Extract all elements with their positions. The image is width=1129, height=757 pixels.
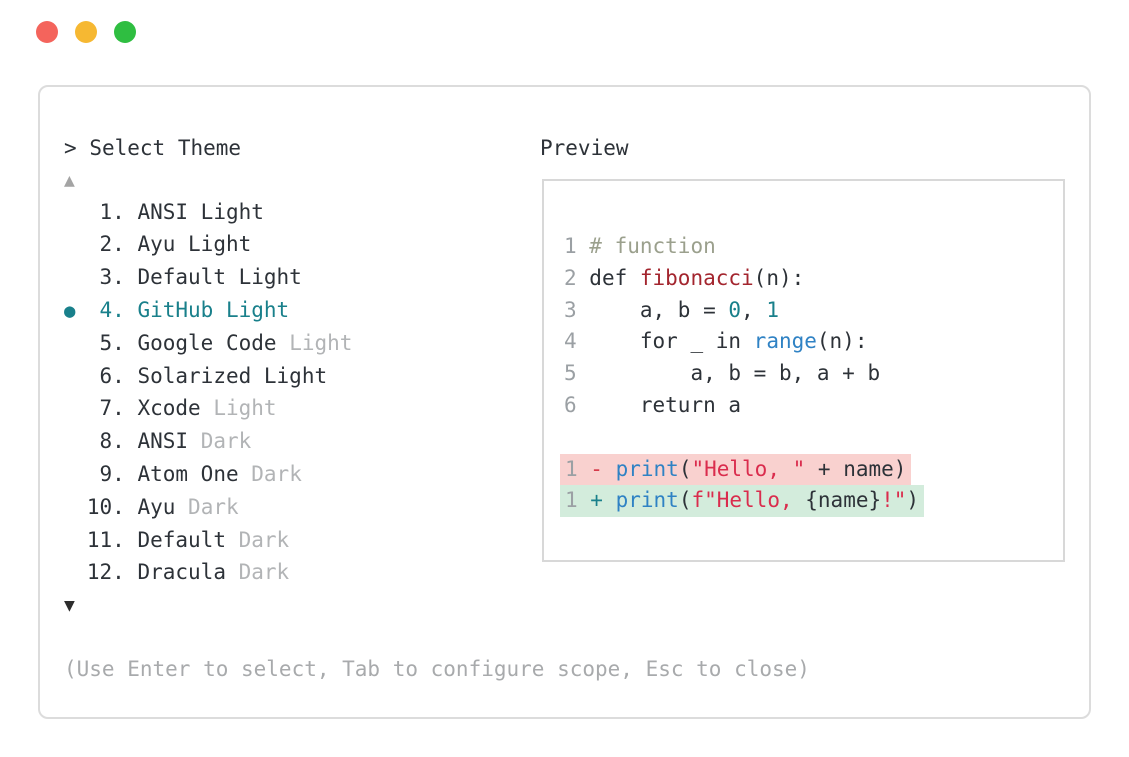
theme-variant: Light: [276, 330, 353, 355]
theme-picker-panel: > Select Theme ▲ 1. ANSI Light 2. Ayu Li…: [38, 85, 1091, 719]
theme-list-item[interactable]: 8. ANSI Dark: [64, 426, 810, 459]
scroll-down-icon[interactable]: ▼: [64, 595, 75, 617]
theme-variant: Dark: [238, 461, 302, 486]
theme-list-item[interactable]: 1. ANSI Light: [64, 197, 810, 230]
diff-lines: 1 - print("Hello, " + name)1 + print(f"H…: [560, 453, 1063, 518]
diff-highlight-removed: 1 - print("Hello, " + name): [560, 453, 912, 486]
line-number: 1: [564, 234, 590, 258]
help-text: (Use Enter to select, Tab to configure s…: [64, 656, 810, 681]
preview-box: 1 # function 2 def fibonacci(n): 3 a, b = …: [542, 179, 1065, 562]
theme-list-column: > Select Theme ▲ 1. ANSI Light 2. Ayu Li…: [64, 133, 810, 686]
theme-name: Default: [137, 527, 226, 552]
theme-list-item[interactable]: 12. Dracula Dark: [64, 557, 810, 590]
prompt-label: Select Theme: [89, 136, 242, 160]
code-line: 2 def fibonacci(n):: [564, 265, 805, 290]
theme-name: Solarized Light: [137, 363, 328, 388]
theme-name: Default Light: [137, 265, 302, 290]
theme-list-item[interactable]: 2. Ayu Light: [64, 229, 810, 262]
prompt-chevron-icon: >: [64, 136, 77, 160]
theme-name: GitHub Light: [137, 297, 290, 322]
code-line: 1 # function: [564, 234, 716, 258]
theme-list: 1. ANSI Light 2. Ayu Light 3. Default Li…: [64, 197, 810, 591]
minimize-button[interactable]: [75, 21, 97, 43]
theme-list-item[interactable]: 3. Default Light: [64, 262, 810, 295]
theme-number: 1.: [86, 199, 138, 224]
theme-list-item-selected[interactable]: ● 4. GitHub Light: [64, 295, 810, 328]
theme-list-item[interactable]: 11. Default Dark: [64, 525, 810, 558]
line-number: 5: [564, 361, 590, 386]
close-button[interactable]: [36, 21, 58, 43]
theme-variant: Dark: [225, 527, 290, 552]
zoom-button[interactable]: [114, 21, 136, 43]
theme-name: Ayu: [137, 494, 176, 519]
code-lines: 1 # function 2 def fibonacci(n): 3 a, b = …: [564, 231, 1063, 422]
theme-number: 11.: [86, 527, 138, 552]
theme-list-item[interactable]: 10. Ayu Dark: [64, 492, 810, 525]
theme-number: 5.: [86, 330, 138, 355]
diff-highlight-added: 1 + print(f"Hello, {name}!"): [560, 485, 925, 518]
select-theme-prompt: > Select Theme: [64, 133, 810, 165]
theme-list-item[interactable]: 6. Solarized Light: [64, 361, 810, 394]
theme-number: 4.: [86, 297, 138, 322]
theme-name: Xcode: [137, 396, 201, 421]
theme-number: 12.: [86, 560, 138, 585]
line-number: 6: [564, 392, 590, 417]
theme-variant: Dark: [188, 429, 252, 454]
theme-name: Dracula: [137, 560, 226, 585]
theme-name: ANSI Light: [137, 199, 264, 224]
theme-number: 7.: [86, 396, 138, 421]
selected-bullet-icon: ●: [64, 299, 87, 322]
code-line: 3 a, b = 0, 1: [564, 297, 779, 322]
line-number: 2: [564, 265, 590, 290]
preview-title: Preview: [540, 136, 629, 160]
code-sample: 1 # function 2 def fibonacci(n): 3 a, b = …: [544, 181, 1063, 518]
theme-name: ANSI: [137, 429, 189, 454]
line-number: 3: [564, 297, 590, 322]
code-line: 4 for _ in range(n):: [564, 329, 868, 354]
theme-number: 10.: [86, 494, 138, 519]
theme-number: 2.: [86, 232, 138, 257]
theme-variant: Dark: [225, 560, 290, 585]
diff-sign: +: [590, 488, 616, 513]
theme-name: Ayu Light: [137, 232, 252, 257]
theme-variant: Dark: [175, 494, 239, 519]
theme-number: 6.: [86, 363, 138, 388]
line-number: 1: [565, 456, 591, 481]
line-number: 1: [565, 488, 591, 513]
theme-number: 9.: [86, 461, 138, 486]
code-line: 5 a, b = b, a + b: [564, 361, 881, 386]
theme-number: 8.: [86, 429, 138, 454]
theme-variant: Light: [200, 396, 277, 421]
diff-line-added: 1 + print(f"Hello, {name}!"): [560, 485, 1063, 518]
scroll-up-icon[interactable]: ▲: [64, 169, 75, 191]
code-line: 6 return a: [564, 392, 742, 417]
theme-list-item[interactable]: 5. Google Code Light: [64, 328, 810, 361]
theme-list-item[interactable]: 7. Xcode Light: [64, 393, 810, 426]
theme-list-item[interactable]: 9. Atom One Dark: [64, 459, 810, 492]
window-controls: [36, 21, 136, 43]
theme-number: 3.: [86, 265, 138, 290]
diff-sign: -: [590, 456, 616, 481]
theme-name: Atom One: [137, 461, 239, 486]
line-number: 4: [564, 329, 590, 354]
diff-line-removed: 1 - print("Hello, " + name): [560, 453, 1063, 486]
theme-name: Google Code: [137, 330, 277, 355]
